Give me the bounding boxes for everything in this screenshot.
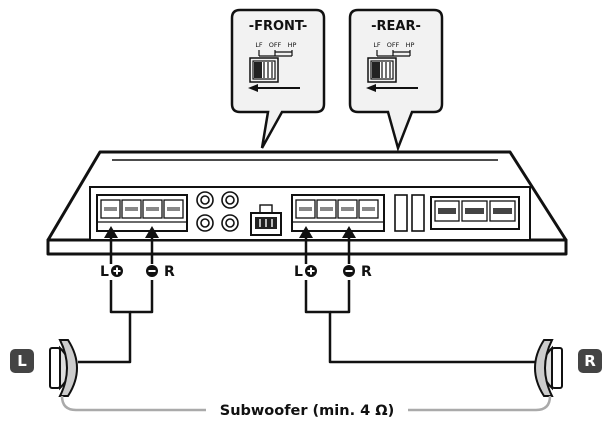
rear-callout: -REAR- LF OFF HP [348,8,444,152]
rear-switch-arrow-icon [366,84,418,92]
rca-input-jacks [196,191,239,232]
front-off-label: OFF [269,41,282,49]
fuse-slots [394,194,425,232]
speaker-wires [78,234,535,364]
rear-filter-switch-icon [367,50,411,83]
rear-plus-icon [305,265,317,277]
rear-left-label: L [294,264,303,280]
subwoofer-bracket [60,395,552,412]
front-terminal-block [96,194,188,232]
right-speaker-badge-label: R [584,352,596,370]
front-right-label: R [164,264,175,280]
right-speaker-badge: R [578,349,602,373]
left-speaker-badge: L [10,349,34,373]
front-callout: -FRONT- LF OFF HP [230,8,326,149]
front-plus-icon [111,265,123,277]
front-left-label: L [100,264,109,280]
subwoofer-caption: Subwoofer (min. 4 Ω) [220,403,394,419]
remote-connector [250,204,282,236]
rear-terminal-labels: L R [294,264,372,280]
rear-minus-icon [343,265,355,277]
front-minus-icon [146,265,158,277]
front-hp-label: HP [288,41,297,49]
right-speaker-icon [534,339,563,397]
rear-callout-title: -REAR- [371,19,421,34]
rear-hp-label: HP [406,41,415,49]
front-lf-label: LF [255,41,263,49]
rear-terminal-block [291,194,385,232]
rear-off-label: OFF [387,41,400,49]
wire-arrowheads [104,226,356,238]
front-callout-title: -FRONT- [249,19,308,34]
front-terminal-labels: L R [100,264,175,280]
left-speaker-icon [49,339,78,397]
rear-right-label: R [361,264,372,280]
front-filter-switch-icon [249,50,293,83]
rear-lf-label: LF [373,41,381,49]
left-speaker-badge-label: L [17,352,27,370]
front-switch-arrow-icon [248,84,300,92]
power-terminal-block [430,196,520,230]
